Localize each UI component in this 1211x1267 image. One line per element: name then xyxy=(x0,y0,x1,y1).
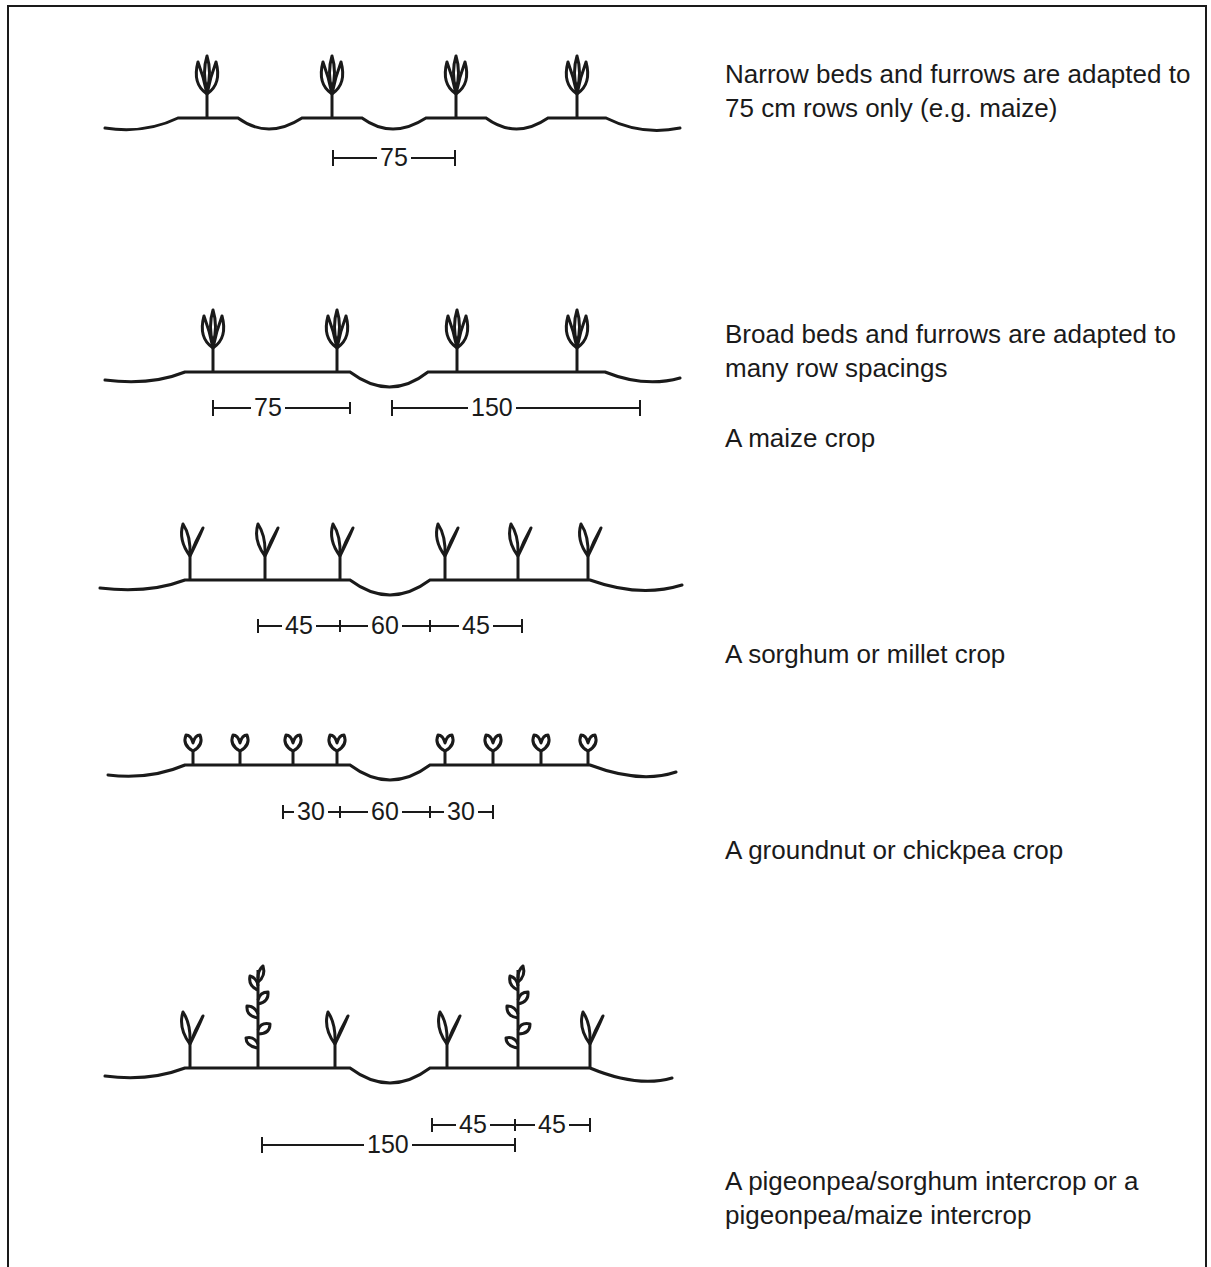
caption-note: A sorghum or millet crop xyxy=(725,638,1195,672)
caption-note: Broad beds and furrows are adapted to ma… xyxy=(725,318,1195,386)
pigeonpea-plant xyxy=(246,966,530,1068)
dimension-label: 60 xyxy=(368,798,402,826)
caption-note: A pigeonpea/sorghum intercrop or a pigeo… xyxy=(725,1165,1140,1233)
dimension-label: 30 xyxy=(444,798,478,826)
dimension-label: 150 xyxy=(364,1131,412,1159)
soil-profile xyxy=(105,118,680,130)
dimension-label: 45 xyxy=(459,612,493,640)
sorghum-plant xyxy=(182,524,603,1068)
dimension-label: 45 xyxy=(535,1111,569,1139)
dimension-label: 75 xyxy=(377,144,411,172)
caption-note: A groundnut or chickpea crop xyxy=(725,834,1195,868)
soil-profile xyxy=(105,1068,672,1083)
groundnut-plant xyxy=(185,735,596,765)
dimension-label: 45 xyxy=(282,612,316,640)
soil-profile xyxy=(100,580,682,595)
dimension-label: 150 xyxy=(468,394,516,422)
dimension-label: 45 xyxy=(456,1111,490,1139)
dimension-label: 60 xyxy=(368,612,402,640)
dimension-line xyxy=(213,150,640,1153)
soil-profile xyxy=(108,765,676,780)
frame xyxy=(8,6,1206,1267)
soil-profile xyxy=(105,372,680,387)
caption-note: Narrow beds and furrows are adapted to 7… xyxy=(725,58,1195,126)
dimension-label: 75 xyxy=(251,394,285,422)
caption-note: A maize crop xyxy=(725,422,1195,456)
dimension-label: 30 xyxy=(294,798,328,826)
maize-plant xyxy=(196,56,587,372)
